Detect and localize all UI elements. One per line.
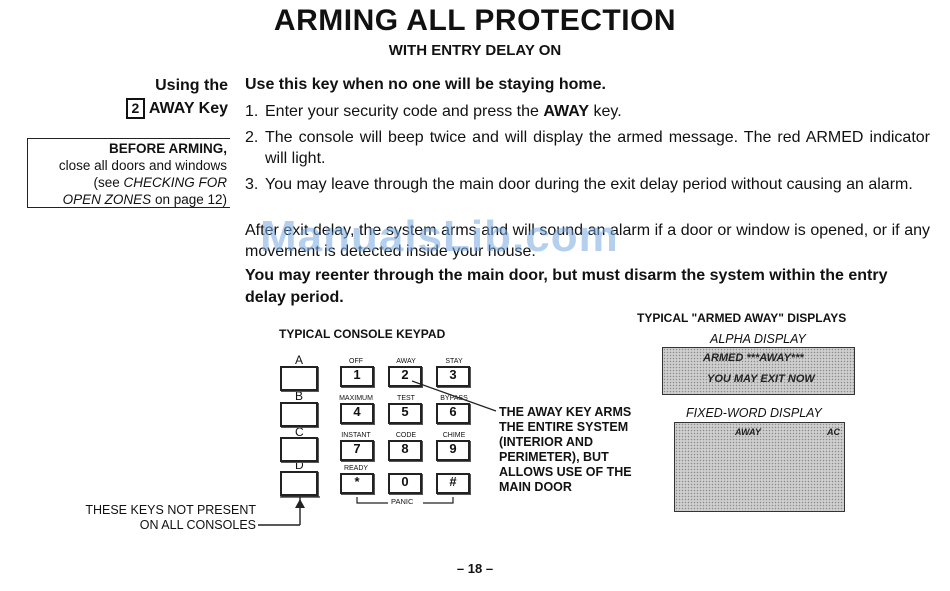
key-label-chime: CHIME (442, 432, 466, 439)
key-5[interactable]: 5 (388, 403, 422, 424)
key-4[interactable]: 4 (340, 403, 374, 424)
key-star[interactable]: * (340, 473, 374, 494)
key-number-box: 2 (125, 98, 145, 119)
before-arming-line: close all doors and windows (58, 158, 227, 173)
before-arming-heading: BEFORE ARMING, (109, 141, 227, 156)
key-name: AWAY Key (148, 100, 228, 117)
page-subtitle: WITH ENTRY DELAY ON (388, 42, 562, 59)
fixed-display-away: AWAY (735, 427, 761, 437)
letter-d: D (295, 458, 304, 472)
watermark: ManualsLib.com (260, 212, 619, 261)
function-key-a[interactable] (280, 366, 318, 391)
letter-c: C (295, 425, 304, 439)
function-key-b[interactable] (280, 402, 318, 427)
fixed-display-ac: AC (827, 427, 840, 437)
intro-text: Use this key when no one will be staying… (245, 76, 606, 93)
key-7[interactable]: 7 (340, 440, 374, 461)
page-number: – 18 – (456, 561, 494, 576)
key-label-bypass: BYPASS (440, 395, 468, 402)
key-hash[interactable]: # (436, 473, 470, 494)
keypad-title: TYPICAL CONSOLE KEYPAD (279, 327, 446, 341)
function-key-c[interactable] (280, 437, 318, 462)
page-title: ARMING ALL PROTECTION (273, 4, 677, 37)
key-0[interactable]: 0 (388, 473, 422, 494)
key-8[interactable]: 8 (388, 440, 422, 461)
keys-not-present-note: THESE KEYS NOT PRESENT ON ALL CONSOLES (85, 503, 256, 532)
key-label-stay: STAY (445, 358, 463, 365)
key-label-off: OFF (349, 358, 363, 365)
fixed-display-title: FIXED-WORD DISPLAY (686, 406, 822, 420)
key-9[interactable]: 9 (436, 440, 470, 461)
key-3[interactable]: 3 (436, 366, 470, 387)
key-label-test: TEST (397, 395, 415, 402)
panic-label: PANIC (391, 497, 414, 506)
key-label-ready: READY (343, 465, 369, 472)
key-1[interactable]: 1 (340, 366, 374, 387)
key-label-code: CODE (395, 432, 417, 439)
after-exit-text: After exit delay, the system arms and wi… (245, 222, 930, 260)
displays-title: TYPICAL "ARMED AWAY" DISPLAYS (637, 311, 847, 325)
key-label-instant: INSTANT (341, 432, 371, 439)
away-key-note: THE AWAY KEY ARMS THE ENTIRE SYSTEM (INT… (499, 405, 632, 494)
alpha-display-title: ALPHA DISPLAY (710, 332, 806, 346)
before-arming-line: (see CHECKING FOR (93, 175, 227, 190)
alpha-display: ARMED ***AWAY*** YOU MAY EXIT NOW (662, 347, 855, 395)
letter-b: B (295, 389, 304, 403)
side-heading-using: Using the (155, 77, 228, 94)
key-label-away: AWAY (396, 358, 416, 365)
alpha-display-line1: ARMED ***AWAY*** (703, 352, 804, 364)
before-arming-line: OPEN ZONES on page 12) (62, 192, 227, 207)
reenter-text: You may reenter through the main door, b… (245, 267, 888, 306)
key-6[interactable]: 6 (436, 403, 470, 424)
alpha-display-line2: YOU MAY EXIT NOW (707, 373, 815, 385)
function-key-d[interactable] (280, 471, 318, 496)
fixed-word-display: AWAY AC (674, 422, 845, 512)
letter-a: A (295, 353, 304, 367)
before-arming-note: BEFORE ARMING, close all doors and windo… (27, 138, 230, 208)
key-label-maximum: MAXIMUM (339, 395, 373, 402)
